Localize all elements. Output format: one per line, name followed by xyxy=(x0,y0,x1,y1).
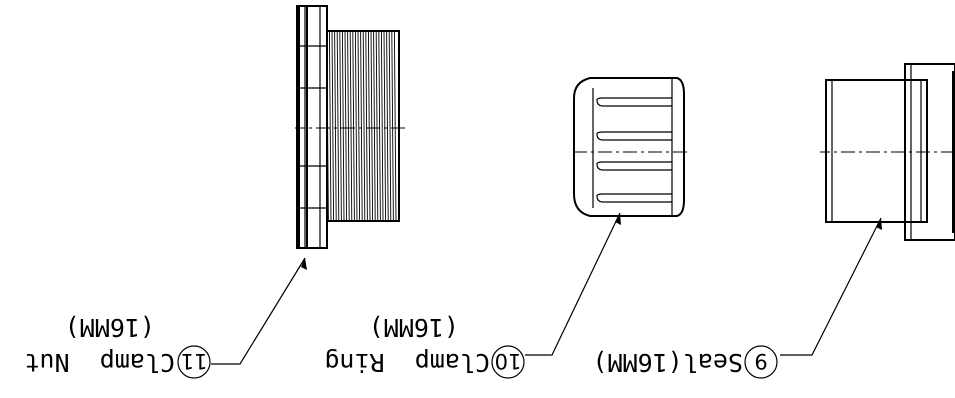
thread-line xyxy=(341,30,345,222)
seal-leader xyxy=(780,217,882,356)
thread-line xyxy=(362,30,366,222)
clamp-nut-name: Clamp Nut xyxy=(24,348,175,377)
clamp-nut-rim xyxy=(296,5,308,249)
thread-line xyxy=(336,30,340,222)
thread-line xyxy=(357,30,361,222)
thread-line xyxy=(386,30,389,222)
clamp-ring-number: 10 xyxy=(495,349,522,373)
thread-line xyxy=(380,30,384,222)
thread-line xyxy=(328,30,332,222)
clamp-nut-callout: 11 Clamp Nut (16MM) xyxy=(24,313,211,379)
clamp-nut-threads xyxy=(326,30,397,222)
clamp-ring-body xyxy=(573,77,685,217)
thread-line xyxy=(339,30,342,222)
clamp-ring-number-circle xyxy=(491,345,525,379)
thread-line xyxy=(383,30,387,222)
thread-line xyxy=(334,30,337,222)
thread-line xyxy=(365,30,368,222)
clamp-ring-leader xyxy=(525,212,621,356)
thread-line xyxy=(367,30,371,222)
thread-line xyxy=(349,30,353,222)
clamp-nut-leader xyxy=(211,257,306,365)
clamp-ring-name: Clamp Ring xyxy=(324,348,490,377)
thread-line xyxy=(378,30,381,222)
clamp-ring-part xyxy=(525,77,687,356)
thread-line xyxy=(331,30,335,222)
clamp-nut-notches xyxy=(299,45,327,209)
thread-line xyxy=(352,30,355,222)
thread-line xyxy=(344,30,348,222)
seal-number-circle xyxy=(744,345,778,379)
thread-line xyxy=(375,30,379,222)
thread-line xyxy=(391,30,394,222)
clamp-nut-number: 11 xyxy=(181,349,208,373)
clamp-nut-flange xyxy=(298,5,328,249)
thread-line xyxy=(370,30,374,222)
thread-line xyxy=(354,30,358,222)
seal-number: 9 xyxy=(754,349,767,373)
thread-line xyxy=(373,30,376,222)
clamp-ring-callout: 10 Clamp Ring (16MM) xyxy=(324,313,525,379)
seal-name: Seal(16MM) xyxy=(592,348,743,377)
clamp-nut-number-circle xyxy=(177,345,211,379)
thread-line xyxy=(388,30,392,222)
seal-body xyxy=(825,79,928,223)
seal-callout: 9 Seal(16MM) xyxy=(592,345,778,379)
seal-part xyxy=(780,63,955,356)
clamp-ring-fingers xyxy=(592,88,672,208)
thread-line xyxy=(347,30,350,222)
thread-line xyxy=(360,30,363,222)
thread-line xyxy=(393,30,397,222)
clamp-nut-part xyxy=(211,5,405,365)
clamp-ring-size: (16MM) xyxy=(369,313,459,342)
rotated-drawing: 9 Seal(16MM) 10 Clamp Ring (16MM) 11 Cla… xyxy=(24,5,955,379)
clamp-nut-size: (16MM) xyxy=(65,313,155,342)
